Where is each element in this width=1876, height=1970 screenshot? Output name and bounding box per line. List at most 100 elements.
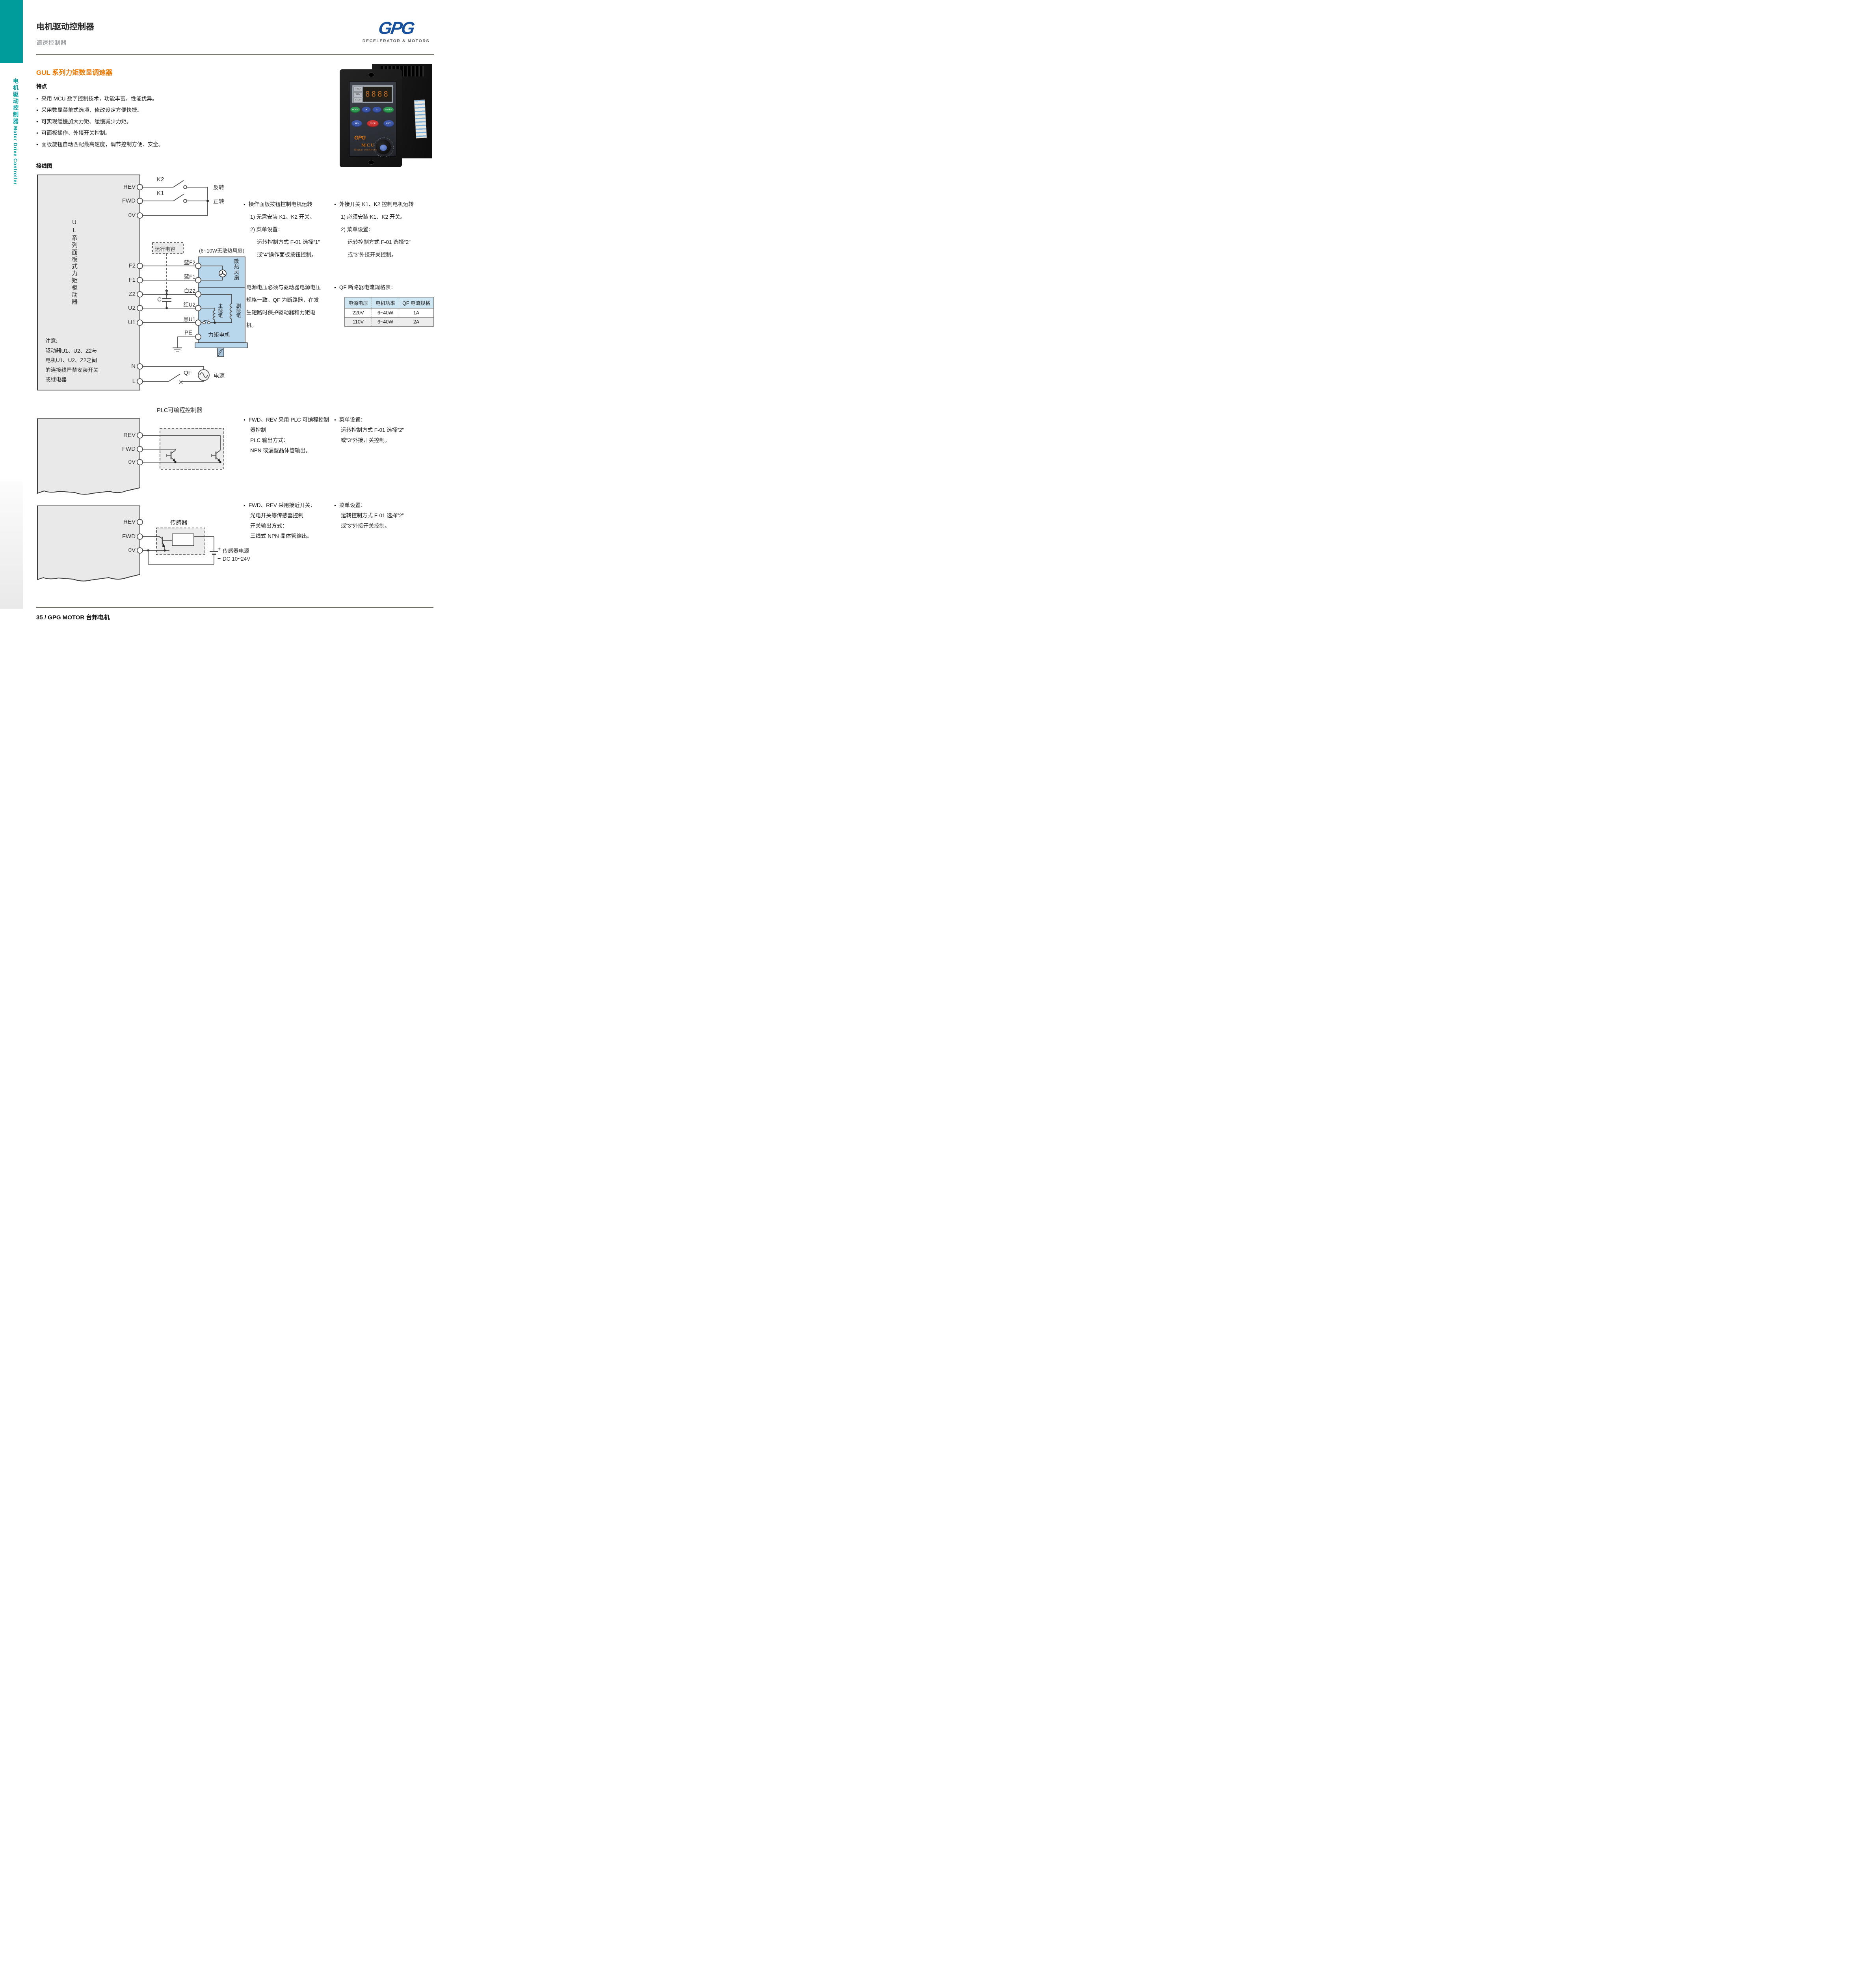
sidebar-gray-strip [0,481,23,609]
note-line: 或”3”外接开关控制。 [341,523,390,529]
sidebar-vertical-title-zh: 电机驱动控制器 [13,78,19,125]
device-front-plate: FWD REV STOP 8888 MODE ▼ ▲ ENTER REV STO… [340,69,402,167]
sensor-menu-notes: 菜单设置： 运转控制方式 F-01 选择”2” 或”3”外接开关控制。 [334,500,404,531]
external-switch-notes: 外接开关 K1、K2 控制电机运转 1) 必须安装 K1、K2 开关。 2) 菜… [334,198,414,261]
feature-item: 可面板操作、外接开关控制。 [36,127,164,139]
plc-terminal-rev: REV [123,432,136,439]
plc-menu-notes: 菜单设置： 运转控制方式 F-01 选择“2” 或“3“外接开关控制。 [334,415,404,446]
driver-vertical-label: UL系列面板式力矩驱动器 [71,219,78,306]
down-button: ▼ [362,107,371,113]
cell: 6~40W [372,317,399,327]
terminal-label-rev: REV [123,184,136,190]
sensor-terminal-ov: 0V [128,547,136,554]
wiring-title: 接线图 [36,163,52,169]
plc-driver-box [37,418,140,495]
sensor-box-label: 传感器 [170,520,188,526]
display-bezel: FWD REV STOP 8888 [352,85,393,103]
terminal-label-f1: F1 [128,277,136,283]
qf-current-spec-table: 电源电压 电机功率 QF 电流规格 220V 6~40W 1A 110V 6~4… [344,297,434,327]
note-line: 开关输出方式： [250,523,288,529]
wire-label-z2: 白Z2 [184,288,195,294]
sensor-power-label: 传感器电源 [223,548,249,554]
terminal-label-l: L [132,378,136,385]
table-row: 110V 6~40W 2A [344,317,434,327]
logo-tagline: DECELERATOR & MOTORS [362,39,430,43]
plc-terminal-ov: 0V [128,459,136,465]
note-line: 注意: [45,338,58,344]
series-heading: GUL 系列力矩数显调速器 [36,69,113,76]
note-line: 菜单设置： [334,415,404,425]
note-line: FWD、REV 采用接近开关、 [244,500,316,511]
note-line: 光电开关等传感器控制 [250,513,303,519]
teal-corner-block [0,0,23,63]
plc-terminal-fwd: FWD [122,446,136,452]
forward-label: 正转 [213,198,224,204]
sensor-driver-box [37,506,140,582]
main-winding-label: 主绕组 [218,303,223,318]
fan-label: 散热风扇 [233,258,239,281]
wiring-note: 注意: 驱动器U1、U2、Z2与 电机U1、U2、Z2之间 的连接线严禁安装开关… [45,336,99,385]
note-line: 或“3“外接开关控制。 [341,437,390,443]
k1-label: K1 [157,190,164,197]
note-line: 操作面板按钮控制电机运转 [244,198,320,211]
sensor-terminals [137,519,143,554]
qf-label: QF [184,370,192,376]
torque-motor-label: 力矩电机 [208,332,230,338]
fan-note-label: (6~10W无散热风扇) [199,248,245,254]
cell: 110V [344,317,372,327]
cell: 6~40W [372,308,399,318]
panel-gpg-logo: GPG [354,134,366,141]
rev-indicator: REV [353,92,363,97]
cell: 1A [399,308,434,318]
sensor-terminal-fwd: FWD [122,533,136,540]
pe-ground [173,336,195,352]
up-button: ▲ [372,107,381,113]
fan-icon [201,266,227,281]
terminal-label-u2: U2 [128,305,136,311]
cell: 2A [399,317,434,327]
note-line: 1) 无需安装 K1、K2 开关。 [250,214,315,220]
c-label: C [157,296,162,303]
note-line: 驱动器U1、U2、Z2与 [45,348,97,354]
note-line: 运转控制方式 F-01 选择“2” [348,239,411,245]
battery-plus-sign: + [218,546,221,552]
sensor-notes: FWD、REV 采用接近开关、 光电开关等传感器控制 开关输出方式： 三线式 N… [244,500,316,541]
stop-button: STOP [367,120,379,127]
k2-label: K2 [157,176,164,183]
note-line: 或继电器 [45,377,67,383]
col-header: QF 电流规格 [399,297,434,309]
page-subtitle: 调速控制器 [36,40,67,46]
note-line: 电机U1、U2、Z2之间 [45,357,97,363]
brand-logo: GPG DECELERATOR & MOTORS [357,19,435,43]
note-line: 机。 [246,322,257,328]
feature-item: 采用数显菜单式选项，修改设定方便快捷。 [36,104,164,116]
screw-hole [368,72,374,77]
footer-rule [36,607,433,608]
mains-circuit [143,366,210,384]
dc-range-label: DC 10~24V [223,556,251,562]
cell: 220V [344,308,372,318]
run-capacitor-label: 运行电容 [155,246,176,252]
panel-mcu-label: MCU [361,142,375,148]
page-title: 电机驱动控制器 [36,22,94,32]
note-line: 或”3”外接开关控制。 [348,252,397,258]
seven-segment-display: 8888 [363,87,392,102]
note-line: 的连接线严禁安装开关 [45,367,99,373]
rev-button: REV [351,120,362,127]
wire-label-f2: 蓝F2 [184,260,195,266]
plc-circuit [143,428,224,470]
pe-label: PE [184,329,193,336]
col-header: 电源电压 [344,297,372,309]
fwd-circuit [143,194,208,203]
mode-button: MODE [350,107,360,113]
note-line: 器控制 [250,427,266,433]
fwd-button: FWD [383,120,394,127]
note-line: 2) 菜单设置： [341,227,374,232]
aux-winding-label: 副绕组 [236,303,241,318]
speed-knob [374,138,394,157]
knob-cap [380,145,387,151]
wire-label-u2: 红U2 [183,302,195,308]
note-line: 或”4”操作面板按钮控制。 [257,252,317,258]
terminal-label-ov: 0V [128,212,136,219]
panel-control-notes: 操作面板按钮控制电机运转 1) 无需安装 K1、K2 开关。 2) 菜单设置： … [244,198,320,261]
